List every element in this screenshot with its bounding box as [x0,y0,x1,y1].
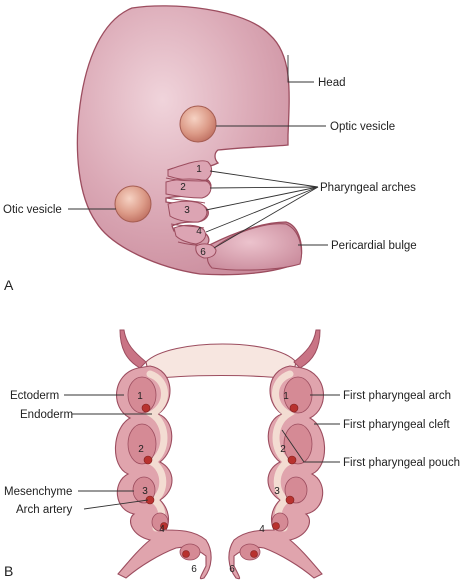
label-pharyngeal-arches: Pharyngeal arches [320,182,416,194]
b-left-arch-number-2: 2 [138,444,144,455]
label-arch-artery: Arch artery [16,504,72,516]
label-first-pharyngeal-arch: First pharyngeal arch [343,390,451,402]
b-right-arch-number-3: 3 [274,486,280,497]
b-right-arch-number-1: 1 [283,391,289,402]
arch-6-shape [195,243,217,259]
b-right-arch-number-6: 6 [229,564,235,575]
label-ectoderm: Ectoderm [10,390,59,402]
label-mesenchyme: Mesenchyme [4,486,72,498]
label-first-pharyngeal-cleft: First pharyngeal cleft [343,419,451,431]
b-right-arch-number-4: 4 [259,524,265,535]
arch-number-2: 2 [180,182,186,193]
arch-number-4: 4 [196,226,202,237]
label-optic-vesicle: Optic vesicle [330,121,395,133]
right-endoderm [272,370,295,532]
arch-number-3: 3 [184,205,190,216]
label-head: Head [318,77,346,89]
pharyngeal-groove [165,177,209,246]
arch-2-shape [165,178,212,199]
b-left-arch-number-4: 4 [159,524,165,535]
label-pericardial-bulge: Pericardial bulge [331,240,417,252]
right-mesenchyme-cores [239,376,313,561]
head-leader [287,55,314,83]
arch-artery-leader [83,499,149,510]
label-first-pharyngeal-pouch: First pharyngeal pouch [343,457,460,469]
label-otic-vesicle: Otic vesicle [3,204,62,216]
pharyngeal-arches-leaders [205,170,319,249]
panel-a: 1 2 3 4 6 Head Optic vesicle Otic vesicl… [3,5,417,293]
first-pouch-leader [281,429,340,463]
b-right-arch-number-2: 2 [280,444,286,455]
panel-b: 1 2 3 4 6 1 2 3 4 6 Ectoderm Endoderm Me… [4,329,460,580]
b-left-arch-number-3: 3 [142,486,148,497]
optic-vesicle-shape [179,105,217,143]
floor-band [145,343,297,381]
panel-a-letter: A [4,277,14,293]
panel-b-letter: B [4,563,13,579]
left-endoderm [145,370,168,532]
arch-number-6: 6 [200,247,206,258]
pericardial-bulge-shape [206,223,303,271]
b-left-arch-number-6: 6 [191,564,197,575]
b-left-arch-number-1: 1 [137,391,143,402]
label-endoderm: Endoderm [20,409,73,421]
otic-vesicle-shape [114,185,152,223]
left-horn [119,329,147,369]
arch-number-1: 1 [196,164,202,175]
arch-4-shape [173,224,207,245]
right-horn [293,329,321,369]
arch-arteries [141,403,299,558]
